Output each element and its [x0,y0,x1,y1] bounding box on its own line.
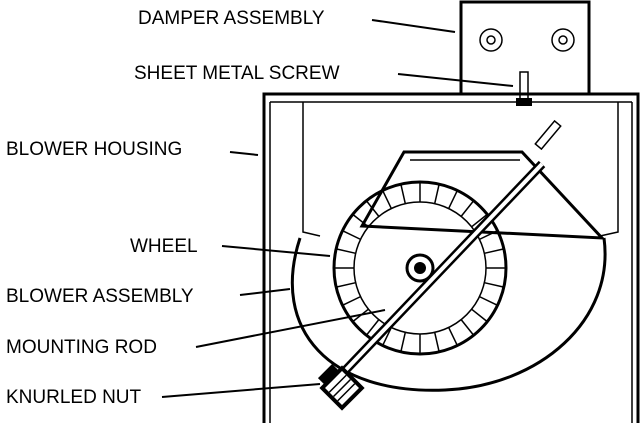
label-blower-housing: BLOWER HOUSING [6,139,182,160]
wheel-blade [400,332,407,353]
wheel-blades [334,182,506,354]
label-damper-assembly: DAMPER ASSEMBLY [138,8,325,29]
wheel-blade [471,213,488,228]
leader-wheel [221,245,331,257]
label-knurled-nut: KNURLED NUT [6,387,142,408]
wheel-blade [447,327,458,346]
damper-assembly [459,0,591,96]
wheel-blade [365,200,380,217]
blower-assembly [290,150,607,392]
blower-housing [262,92,640,423]
wheel-blade [460,319,475,336]
wheel-blade [479,230,498,241]
label-mounting-rod: MOUNTING ROD [6,337,157,358]
leader-damper-assembly [371,19,456,33]
wheel-blade [447,190,458,209]
wheel-blade [352,308,369,323]
blower-wheel [332,180,508,356]
wheel-blade [484,281,505,288]
wheel-blade [382,190,393,209]
label-blower-assembly: BLOWER ASSEMBLY [6,286,194,307]
label-wheel: WHEEL [130,236,198,257]
wheel-blade [382,327,393,346]
wheel-blade [400,183,407,204]
wheel-blade [433,332,440,353]
wheel-blade [484,248,505,255]
wheel-blade [433,183,440,204]
label-sheet-metal-screw: SHEET METAL SCREW [134,63,340,84]
wheel-blade [479,295,498,306]
wheel-blade [352,213,369,228]
leader-knurled-nut [161,383,321,398]
wheel-blade [342,295,361,306]
leader-mounting-rod [195,309,386,348]
wheel-blade [471,308,488,323]
mounting-rod [336,119,562,380]
leader-sheet-metal-screw [397,73,514,87]
wheel-blade [342,230,361,241]
sheet-metal-screw [516,71,532,106]
wheel-blade [335,281,356,288]
leader-blower-housing [229,151,259,156]
wheel-blade [335,248,356,255]
wheel-blade [365,319,380,336]
wheel-blade [460,200,475,217]
